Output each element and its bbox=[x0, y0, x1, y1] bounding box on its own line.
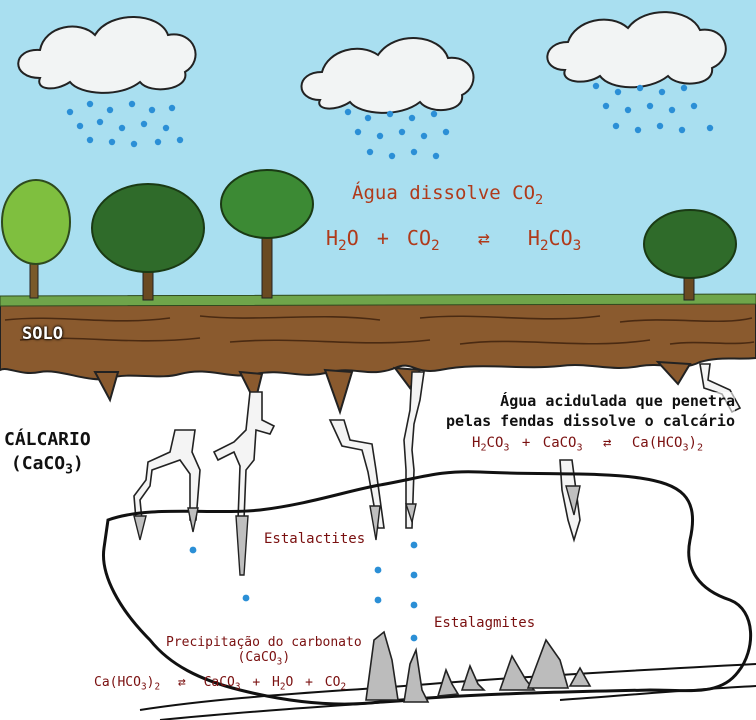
cave-drops bbox=[189, 541, 418, 642]
eq-term-h2co3: H2CO3 bbox=[527, 226, 582, 255]
eq-term-co2: CO2 bbox=[324, 675, 347, 693]
equation-carbonate-precipitation: Ca(HCO3)2 ⇄ CaCO3 + H2O + CO2 bbox=[94, 675, 347, 693]
soil-label: SOLO bbox=[22, 324, 63, 344]
eq-equilibrium-arrow: ⇄ bbox=[603, 435, 612, 451]
eq-plus: + bbox=[252, 675, 261, 690]
cave-outline bbox=[101, 470, 752, 706]
eq-term-h2o: H2O bbox=[272, 675, 294, 693]
stalagmites-label: Estalagmites bbox=[434, 615, 536, 631]
infiltration-caption: Água acidulada que penetra pelas fendas … bbox=[446, 392, 735, 431]
precipitation-caption: Precipitação do carbonato (CaCO3) bbox=[166, 635, 362, 668]
soil-texture bbox=[4, 315, 755, 345]
title-water-dissolves-co2: Água dissolve CO2 bbox=[352, 182, 544, 208]
eq-equilibrium-arrow: ⇄ bbox=[177, 675, 186, 690]
limestone-label: CÁLCARIO (CaCO3) bbox=[4, 428, 91, 477]
cloud-right bbox=[546, 11, 727, 89]
precipitation-caption-line1: Precipitação do carbonato bbox=[166, 635, 362, 650]
cloud-middle bbox=[300, 37, 475, 114]
eq-term-calcium-bicarbonate: Ca(HCO3)2 bbox=[631, 435, 704, 454]
stalactites bbox=[133, 485, 581, 576]
tree-3 bbox=[220, 169, 314, 299]
tree-1 bbox=[1, 179, 71, 299]
eq-plus: + bbox=[305, 675, 313, 690]
eq-term-h2co3: H2CO3 bbox=[472, 435, 510, 454]
rock-fissures bbox=[133, 363, 742, 543]
tree-4 bbox=[643, 209, 737, 301]
stalagmites bbox=[365, 630, 592, 703]
eq-term-caco3: CaCO3 bbox=[542, 435, 583, 454]
infiltration-caption-line2: pelas fendas dissolve o calcário bbox=[446, 411, 735, 430]
precipitation-caption-line2: (CaCO3) bbox=[237, 649, 291, 668]
cave-floor bbox=[139, 663, 756, 720]
eq-term-caco3: CaCO3 bbox=[203, 675, 241, 693]
rain-right bbox=[592, 82, 714, 134]
limestone-label-line1: CÁLCARIO bbox=[4, 429, 91, 450]
tree-2 bbox=[91, 183, 205, 301]
eq-term-co2: CO2 bbox=[406, 226, 440, 255]
cloud-left bbox=[17, 16, 197, 94]
infiltration-caption-line1: Água acidulada que penetra bbox=[500, 392, 735, 410]
eq-plus: + bbox=[376, 226, 389, 250]
eq-term-h2o: H2O bbox=[326, 226, 359, 255]
equation-carbonic-acid: H2O + CO2 ⇄ H2CO3 bbox=[326, 226, 582, 255]
rain-middle bbox=[344, 108, 450, 160]
limestone-label-line2: (CaCO3) bbox=[10, 453, 84, 478]
stalactites-label: Estalactites bbox=[264, 531, 366, 547]
equation-limestone-dissolution: H2CO3 + CaCO3 ⇄ Ca(HCO3)2 bbox=[472, 435, 704, 454]
eq-plus: + bbox=[521, 435, 531, 451]
eq-term-calcium-bicarbonate: Ca(HCO3)2 bbox=[94, 675, 161, 693]
grass-strip bbox=[0, 293, 756, 307]
rain-left bbox=[66, 100, 184, 148]
eq-equilibrium-arrow: ⇄ bbox=[477, 226, 490, 250]
